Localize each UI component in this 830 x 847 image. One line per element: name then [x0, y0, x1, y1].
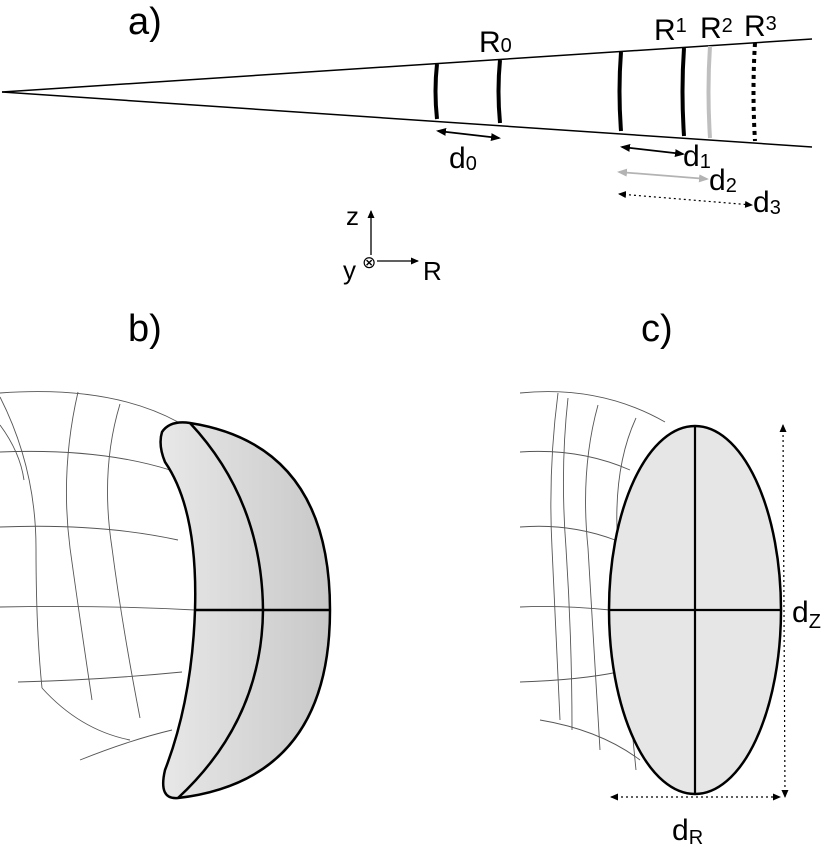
mesh-ring: [65, 391, 93, 701]
mesh-arc: [0, 450, 171, 471]
mesh-arc: [79, 729, 173, 761]
d3-arrow: [618, 191, 753, 208]
mesh-arc: [519, 450, 631, 471]
mesh-arc: [519, 605, 611, 611]
mesh-arc: [539, 719, 641, 761]
ring-section-r3-dotted: [751, 42, 757, 142]
mesh-arc: [0, 605, 196, 611]
label-r2: R2: [700, 12, 733, 45]
ring-section-r2: [706, 45, 712, 139]
into-page-icon: ⊗: [362, 253, 376, 272]
mesh-arc: [519, 391, 666, 423]
mesh-ring: [41, 687, 131, 741]
d1-arrow: [620, 143, 685, 158]
panel-c-label: c): [641, 308, 673, 350]
panel-a-label: a): [128, 1, 162, 43]
label-r0: R0: [479, 26, 512, 59]
torus-mesh: [0, 391, 196, 761]
ring-section-r1-inner: [617, 51, 623, 132]
coordinate-axes: z y ⊗ R: [343, 201, 442, 286]
label-d1: d1: [683, 140, 711, 173]
mesh-arc: [17, 671, 183, 683]
label-r3: R3: [744, 10, 777, 43]
mesh-ring: [0, 396, 43, 689]
ring-section-r0-outer: [496, 59, 502, 124]
mesh-ring: [0, 424, 25, 481]
ring-section-r0-inner: [433, 63, 439, 120]
panel-b: b): [0, 308, 332, 800]
label-dr: dR: [672, 814, 703, 847]
ring-section-r1-outer: [680, 47, 686, 137]
y-axis-label: y: [343, 255, 356, 285]
label-d0: d0: [449, 142, 477, 175]
label-d2: d2: [709, 164, 737, 197]
mesh-ring: [585, 404, 601, 751]
wedge-lower-edge: [1, 91, 813, 148]
mesh-arc: [0, 391, 179, 423]
wedge-upper-edge: [1, 38, 813, 93]
mesh-ring: [562, 397, 573, 731]
torus-mesh: [519, 391, 666, 771]
mesh-arc: [0, 525, 179, 541]
label-dz: dZ: [792, 596, 821, 633]
mesh-arc: [519, 525, 616, 541]
d2-arrow: [617, 168, 709, 183]
label-d3: d3: [753, 186, 781, 219]
z-axis-label: z: [346, 201, 359, 231]
panel-b-label: b): [128, 308, 162, 350]
dz-arrow: [779, 424, 789, 798]
label-r1: R1: [654, 14, 687, 47]
panel-a: a) R0 R1 R2 R3 d0 d1 d2 d3 z y ⊗: [1, 1, 813, 286]
mesh-ring: [107, 403, 141, 719]
panel-c: c) dZ dR: [519, 308, 821, 847]
d0-arrow: [436, 127, 501, 142]
mesh-arc: [519, 671, 619, 683]
r-axis-label: R: [423, 256, 442, 286]
mesh-ring: [550, 392, 561, 721]
